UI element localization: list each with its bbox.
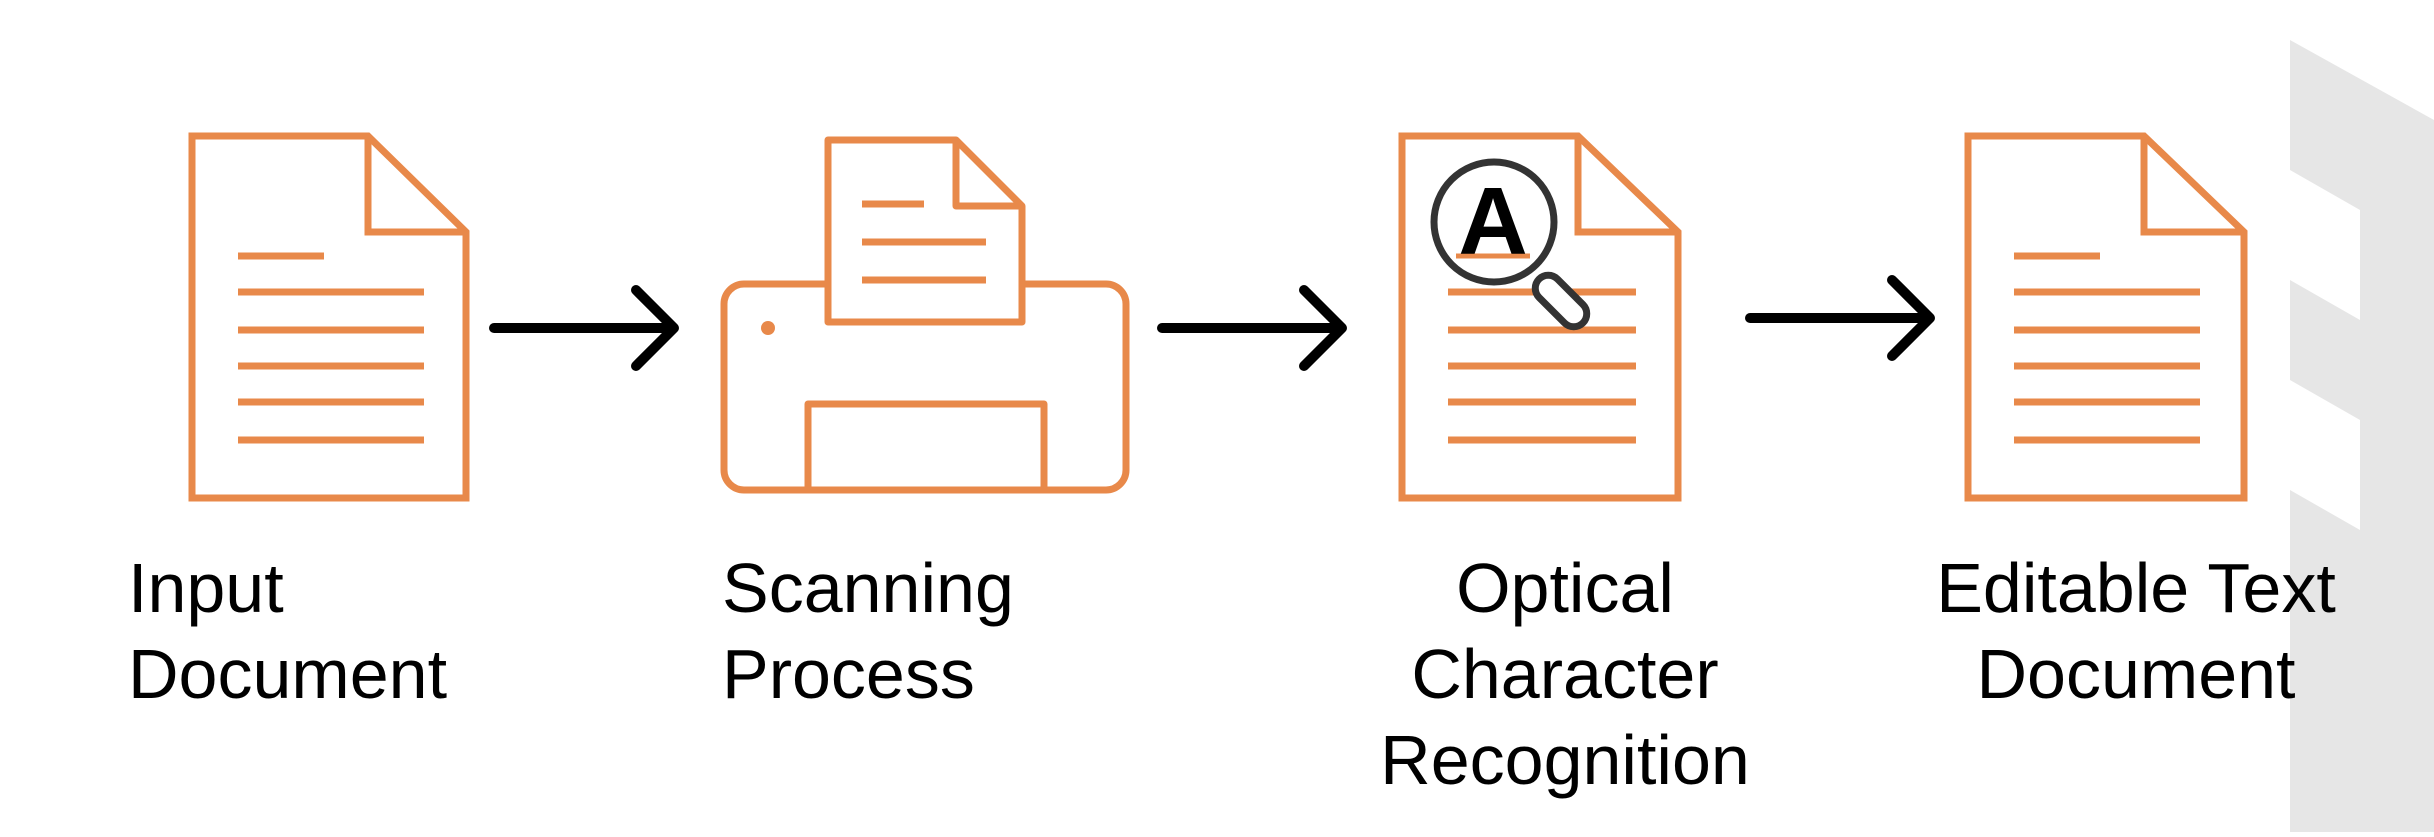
arrow-right-icon xyxy=(1157,285,1347,371)
step-label-scanning-process: Scanning Process xyxy=(722,545,1014,717)
step-label-line: Document xyxy=(128,635,448,713)
watermark-logo-icon xyxy=(2290,40,2434,832)
document-icon xyxy=(1964,132,2248,502)
magnifier-icon: A xyxy=(1430,158,1591,331)
document-icon xyxy=(188,132,470,502)
step-label-line: Recognition xyxy=(1380,721,1750,799)
step-label-editable-text-document: Editable Text Document xyxy=(1896,545,2376,717)
step-label-line: Character xyxy=(1411,635,1719,713)
printer-icon xyxy=(720,136,1130,494)
magnifier-letter: A xyxy=(1458,168,1527,275)
step-label-ocr: Optical Character Recognition xyxy=(1350,545,1780,803)
step-label-line: Scanning xyxy=(722,549,1014,627)
magnifier-document-icon: A xyxy=(1398,132,1682,502)
step-label-line: Editable Text xyxy=(1936,549,2336,627)
step-label-line: Document xyxy=(1976,635,2296,713)
arrow-right-icon xyxy=(489,285,679,371)
arrow-right-icon xyxy=(1745,275,1935,361)
step-label-line: Process xyxy=(722,635,975,713)
step-label-line: Input xyxy=(128,549,284,627)
step-label-line: Optical xyxy=(1456,549,1674,627)
step-label-input-document: Input Document xyxy=(128,545,447,717)
